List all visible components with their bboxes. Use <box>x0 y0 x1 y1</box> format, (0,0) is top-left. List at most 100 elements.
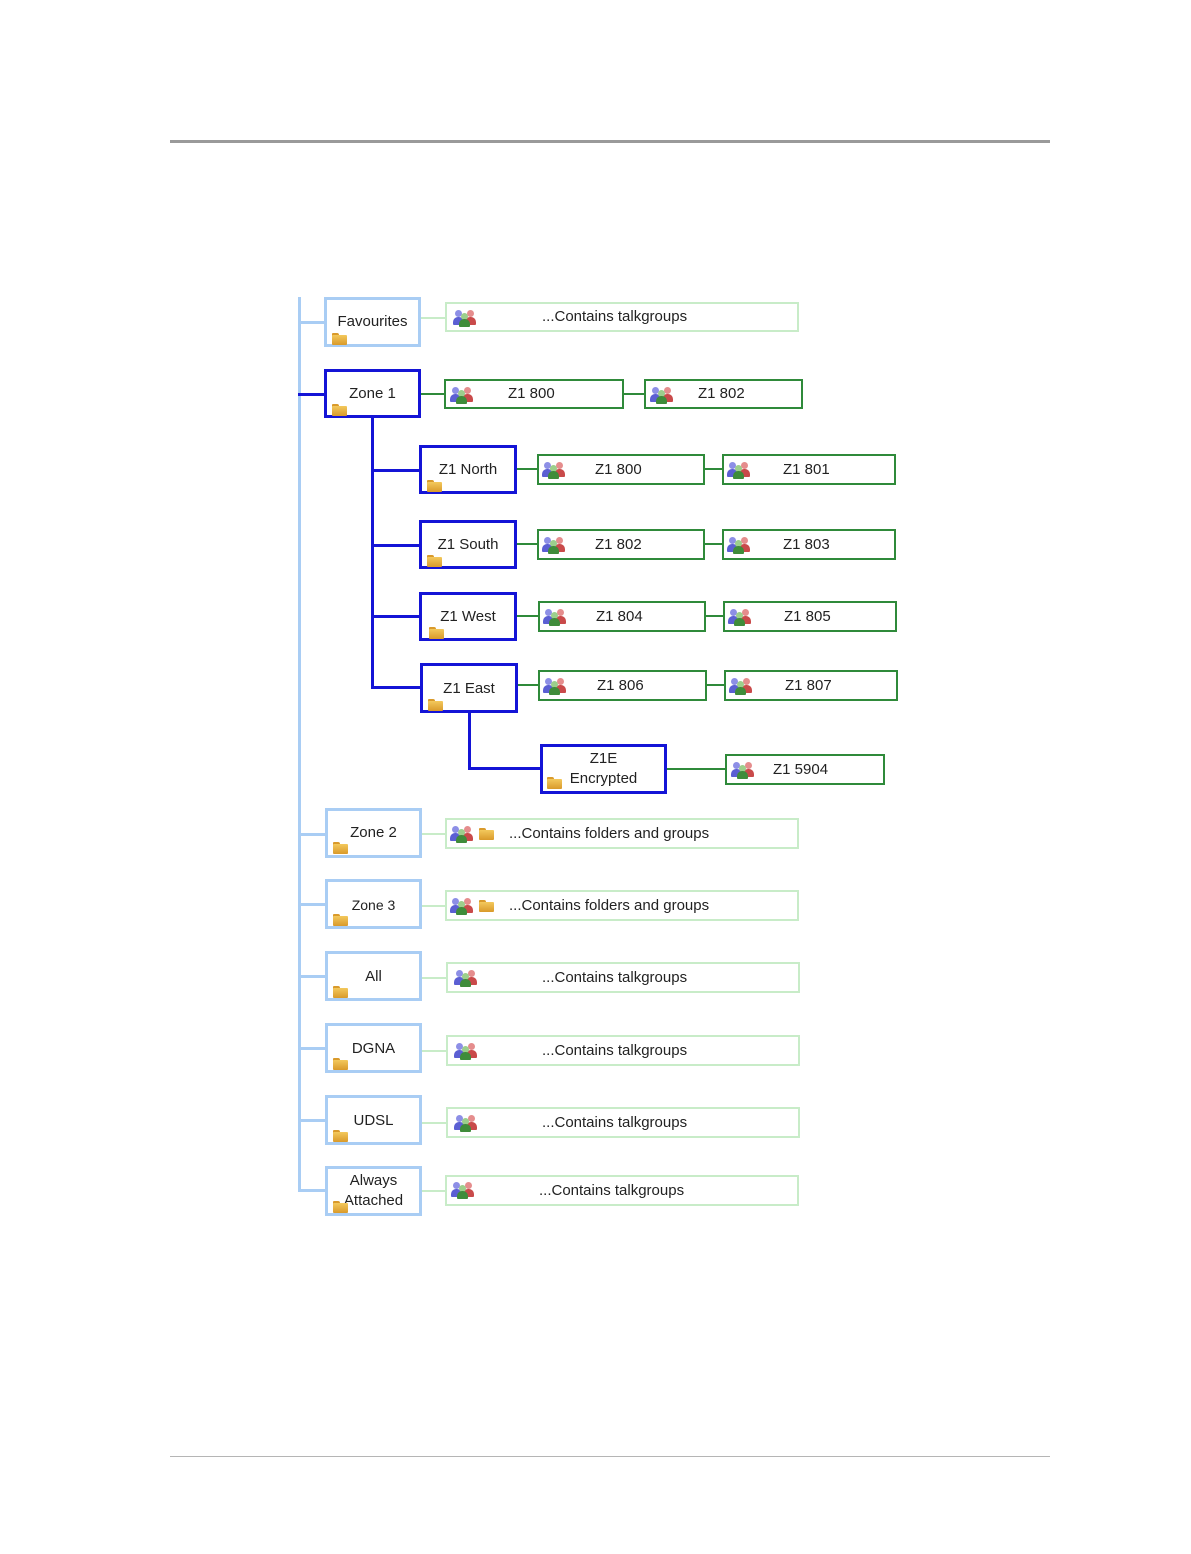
connector-line <box>371 686 422 689</box>
folder-icon <box>428 699 443 711</box>
talkgroup-item[interactable]: Z1 5904 <box>725 754 885 785</box>
folder-label: Favourites <box>337 313 408 330</box>
folder-all[interactable]: All <box>325 951 422 1001</box>
talkgroup-item[interactable]: Z1 804 <box>538 601 706 632</box>
folder-z1e-encrypted[interactable]: Z1E Encrypted <box>540 744 667 794</box>
connector-line <box>623 393 645 395</box>
connector-line <box>298 1119 326 1122</box>
connector-line <box>371 417 374 689</box>
folder-contents-zone-2: ...Contains folders and groups <box>445 818 799 849</box>
talkgroup-label: Z1 800 <box>595 460 642 478</box>
folder-zone-2[interactable]: Zone 2 <box>325 808 422 858</box>
connector-line <box>420 393 445 395</box>
talkgroup-item[interactable]: Z1 801 <box>722 454 896 485</box>
talkgroup-label: Z1 805 <box>784 607 831 625</box>
contents-label: ...Contains talkgroups <box>542 1113 688 1131</box>
group-icon <box>543 607 567 626</box>
connector-line <box>516 615 539 617</box>
folder-icon <box>427 480 442 492</box>
group-icon <box>453 308 477 327</box>
talkgroup-item[interactable]: Z1 800 <box>537 454 705 485</box>
folder-dgna[interactable]: DGNA <box>325 1023 422 1073</box>
folder-icon <box>333 842 348 854</box>
connector-line <box>298 833 326 836</box>
folder-contents-dgna: ...Contains talkgroups <box>446 1035 800 1066</box>
connector-line <box>517 684 539 686</box>
contents-label: ...Contains talkgroups <box>542 1041 688 1059</box>
connector-line <box>704 615 724 617</box>
folder-always-attached[interactable]: Always Attached <box>325 1166 422 1216</box>
connector-line <box>666 768 726 770</box>
folder-contents-zone-3: ...Contains folders and groups <box>445 890 799 921</box>
talkgroup-label: Z1 5904 <box>773 760 829 778</box>
folder-favourites[interactable]: Favourites <box>324 297 421 347</box>
group-icon <box>450 896 474 915</box>
talkgroup-label: Z1 806 <box>597 676 644 694</box>
talkgroup-label: Z1 802 <box>698 385 745 402</box>
group-icon <box>727 535 751 554</box>
folder-z1-south[interactable]: Z1 South <box>419 520 517 569</box>
connector-line <box>298 1047 326 1050</box>
group-icon <box>454 1041 478 1060</box>
contents-label: ...Contains talkgroups <box>542 308 688 325</box>
folder-contents-all: ...Contains talkgroups <box>446 962 800 993</box>
talkgroup-item[interactable]: Z1 802 <box>537 529 705 560</box>
connector-line <box>468 712 471 770</box>
folder-contents-always-attached: ...Contains talkgroups <box>445 1175 799 1206</box>
folder-icon <box>333 986 348 998</box>
folder-icon <box>333 1201 348 1213</box>
talkgroup-item[interactable]: Z1 803 <box>722 529 896 560</box>
group-icon <box>451 1180 475 1199</box>
group-icon <box>454 968 478 987</box>
folder-contents-favourites: ...Contains talkgroups <box>445 302 799 332</box>
folder-label: Z1 North <box>438 461 498 478</box>
root-trunk-line <box>298 297 301 1192</box>
folder-label: Always Attached <box>343 1172 404 1209</box>
group-icon <box>729 676 753 695</box>
connector-line <box>371 615 420 618</box>
folder-contents-udsl: ...Contains talkgroups <box>446 1107 800 1138</box>
connector-line <box>298 393 325 396</box>
talkgroup-item[interactable]: Z1 802 <box>644 379 803 409</box>
folder-z1-east[interactable]: Z1 East <box>420 663 518 713</box>
connector-line <box>371 469 420 472</box>
footer-rule <box>170 1456 1050 1457</box>
group-icon <box>543 676 567 695</box>
group-icon <box>542 535 566 554</box>
connector-line <box>421 1190 446 1192</box>
connector-line <box>705 684 725 686</box>
folder-zone-3[interactable]: Zone 3 <box>325 879 422 929</box>
talkgroup-item[interactable]: Z1 807 <box>724 670 898 701</box>
talkgroup-item[interactable]: Z1 806 <box>538 670 707 701</box>
folder-z1-north[interactable]: Z1 North <box>419 445 517 494</box>
connector-line <box>421 977 447 979</box>
folder-z1-west[interactable]: Z1 West <box>419 592 517 641</box>
connector-line <box>421 833 446 835</box>
connector-line <box>298 1189 326 1192</box>
connector-line <box>421 1050 447 1052</box>
connector-line <box>516 468 538 470</box>
connector-line <box>298 321 325 324</box>
folder-label: Zone 2 <box>350 824 397 841</box>
talkgroup-label: Z1 802 <box>595 535 642 553</box>
talkgroup-label: Z1 804 <box>596 607 643 625</box>
talkgroup-item[interactable]: Z1 805 <box>723 601 897 632</box>
connector-line <box>298 975 326 978</box>
connector-line <box>421 1122 447 1124</box>
folder-label: Zone 1 <box>349 385 396 402</box>
folder-label: Z1 East <box>443 680 495 697</box>
talkgroup-item[interactable]: Z1 800 <box>444 379 624 409</box>
talkgroup-label: Z1 801 <box>783 460 830 478</box>
group-icon <box>727 460 751 479</box>
folder-label: Z1E Encrypted <box>569 750 638 787</box>
connector-line <box>298 903 326 906</box>
folder-icon <box>332 404 347 416</box>
group-icon <box>450 385 474 404</box>
folder-udsl[interactable]: UDSL <box>325 1095 422 1145</box>
folder-icon <box>332 333 347 345</box>
folder-zone-1[interactable]: Zone 1 <box>324 369 421 418</box>
connector-line <box>703 468 723 470</box>
group-icon <box>731 760 755 779</box>
connector-line <box>371 544 420 547</box>
